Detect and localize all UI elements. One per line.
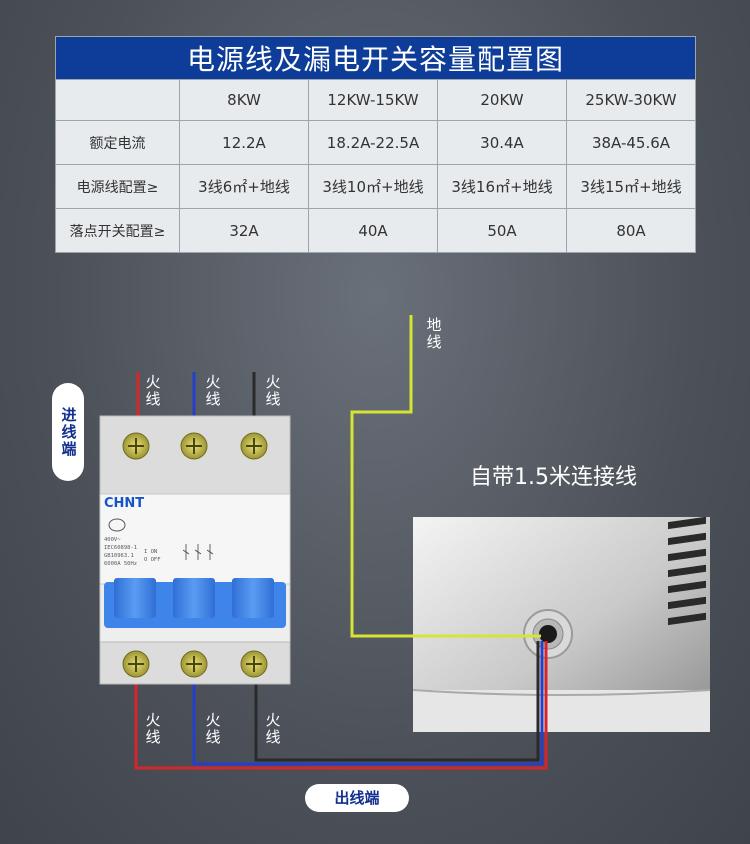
table-title: 电源线及漏电开关容量配置图: [54, 36, 697, 80]
on-label: I ON: [144, 549, 158, 555]
live-wire-label: 火线: [265, 373, 281, 408]
breaker-brand: CHNT: [104, 496, 145, 511]
output-side-badge: 出线端: [305, 784, 409, 812]
output-wire-red: [134, 641, 548, 770]
table-cell: 3线15㎡+地线: [565, 164, 697, 209]
device-box: [412, 516, 711, 732]
output-wire-blue: [192, 641, 544, 766]
breaker-spec: 400V~ IEC60898-1 GB10963.1 6000A 50Hz: [104, 536, 137, 568]
live-wire-label: 火线: [145, 373, 161, 408]
table-cell: 18.2A-22.5A: [308, 120, 438, 165]
table-row: 额定电流 12.2A 18.2A-22.5A 30.4A 38A-45.6A: [55, 120, 697, 165]
circuit-breaker: [99, 415, 291, 685]
live-wire-label: 火线: [205, 373, 221, 408]
cable-length-label: 自带1.5米连接线: [470, 465, 637, 490]
header-cell: 8KW: [179, 79, 309, 121]
table-header-row: 8KW 12KW-15KW 20KW 25KW-30KW: [55, 79, 697, 121]
ground-wire: [350, 315, 541, 638]
spec-table: 电源线及漏电开关容量配置图 8KW 12KW-15KW 20KW 25KW-30…: [54, 36, 697, 253]
ground-wire-label: 地线: [426, 316, 442, 351]
breaker-spec-line: 6000A 50Hz: [104, 561, 138, 567]
live-wire-label: 火线: [205, 711, 221, 746]
table-cell: 32A: [179, 208, 309, 253]
table-cell: 3线16㎡+地线: [437, 164, 567, 209]
breaker-spec-line: 400V~: [104, 537, 121, 543]
live-wire-label: 火线: [265, 711, 281, 746]
breaker-on-off: I ON O OFF: [144, 548, 161, 564]
row-header: 落点开关配置≥: [55, 208, 180, 253]
table-cell: 50A: [437, 208, 567, 253]
header-cell: 25KW-30KW: [565, 79, 697, 121]
table-cell: 40A: [308, 208, 438, 253]
input-side-badge: 进线端: [52, 383, 84, 481]
circuit-symbol-icon: [182, 544, 214, 560]
table-cell: 38A-45.6A: [565, 120, 697, 165]
output-wire-black: [254, 641, 540, 762]
breaker-spec-line: IEC60898-1: [104, 545, 138, 551]
table-row: 落点开关配置≥ 32A 40A 50A 80A: [55, 208, 697, 253]
table-cell: 3线6㎡+地线: [179, 164, 309, 209]
breaker-spec-line: GB10963.1: [104, 553, 134, 559]
table-cell: 12.2A: [179, 120, 309, 165]
off-label: O OFF: [144, 557, 161, 563]
table-cell: 80A: [565, 208, 697, 253]
row-header: 额定电流: [55, 120, 180, 165]
table-row: 电源线配置≥ 3线6㎡+地线 3线10㎡+地线 3线16㎡+地线 3线15㎡+地…: [55, 164, 697, 209]
ccc-mark-icon: [108, 518, 126, 532]
live-wire-label: 火线: [145, 711, 161, 746]
